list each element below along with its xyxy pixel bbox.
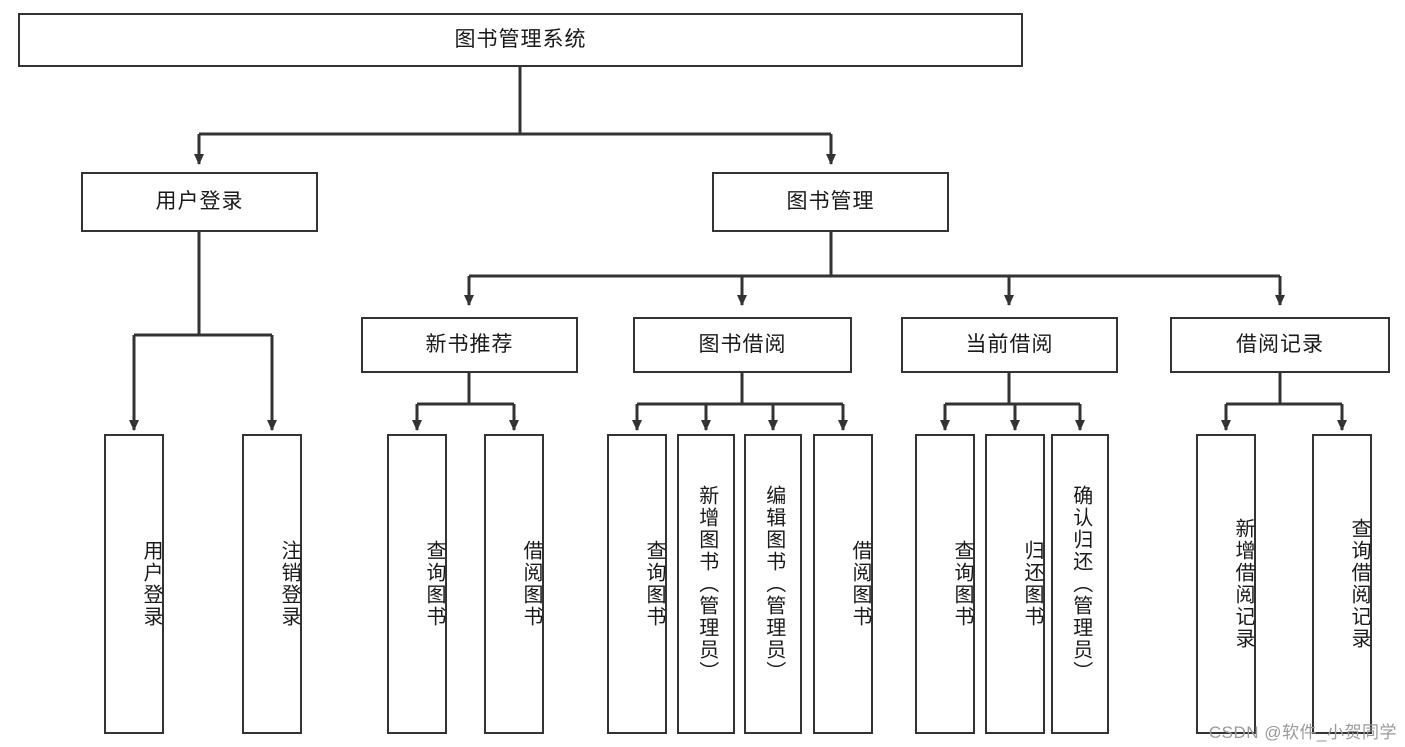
node-label: 图书借阅	[698, 332, 787, 356]
node-current-borrow[interactable]: 当前借阅	[901, 317, 1118, 373]
node-label: 借阅图书	[849, 540, 871, 628]
node-label: 确认归还（管理员）	[1069, 485, 1092, 683]
leaf-return-book[interactable]: 归还图书	[985, 434, 1045, 734]
leaf-add-book-admin[interactable]: 新增图书（管理员）	[677, 434, 735, 734]
node-label: 归还图书	[1021, 540, 1043, 628]
leaf-user-login[interactable]: 用户登录	[104, 434, 164, 734]
node-label: 查询图书	[423, 540, 445, 628]
node-label: 借阅记录	[1236, 332, 1324, 356]
node-label: 查询图书	[643, 540, 665, 628]
node-label: 编辑图书（管理员）	[762, 485, 785, 683]
node-label: 用户登录	[140, 540, 162, 628]
leaf-edit-book-admin[interactable]: 编辑图书（管理员）	[744, 434, 802, 734]
leaf-query-book-current[interactable]: 查询图书	[915, 434, 975, 734]
leaf-confirm-return-admin[interactable]: 确认归还（管理员）	[1051, 434, 1109, 734]
watermark-text: CSDN @软件_小贺同学	[1208, 723, 1397, 742]
node-borrow-record[interactable]: 借阅记录	[1170, 317, 1390, 373]
node-label: 借阅图书	[520, 540, 542, 628]
node-book-management[interactable]: 图书管理	[712, 172, 949, 232]
node-root-system[interactable]: 图书管理系统	[18, 13, 1023, 67]
node-new-book-recommend[interactable]: 新书推荐	[361, 317, 578, 373]
node-label: 注销登录	[278, 540, 300, 628]
leaf-query-book-recommend[interactable]: 查询图书	[387, 434, 447, 734]
leaf-logout[interactable]: 注销登录	[242, 434, 302, 734]
node-user-login[interactable]: 用户登录	[81, 172, 318, 232]
node-label: 图书管理系统	[454, 27, 587, 51]
node-label: 新书推荐	[425, 332, 514, 356]
leaf-borrow-book[interactable]: 借阅图书	[813, 434, 873, 734]
node-label: 用户登录	[155, 189, 244, 213]
leaf-query-book-borrow[interactable]: 查询图书	[607, 434, 667, 734]
leaf-query-borrow-record[interactable]: 查询借阅记录	[1312, 434, 1372, 734]
leaf-add-borrow-record[interactable]: 新增借阅记录	[1196, 434, 1256, 734]
node-book-borrow[interactable]: 图书借阅	[633, 317, 852, 373]
node-label: 查询借阅记录	[1348, 518, 1370, 650]
node-label: 查询图书	[951, 540, 973, 628]
node-label: 新增图书（管理员）	[695, 485, 718, 683]
node-label: 新增借阅记录	[1232, 518, 1254, 650]
node-label: 图书管理	[786, 189, 875, 213]
node-label: 当前借阅	[965, 332, 1054, 356]
leaf-borrow-book-recommend[interactable]: 借阅图书	[484, 434, 544, 734]
